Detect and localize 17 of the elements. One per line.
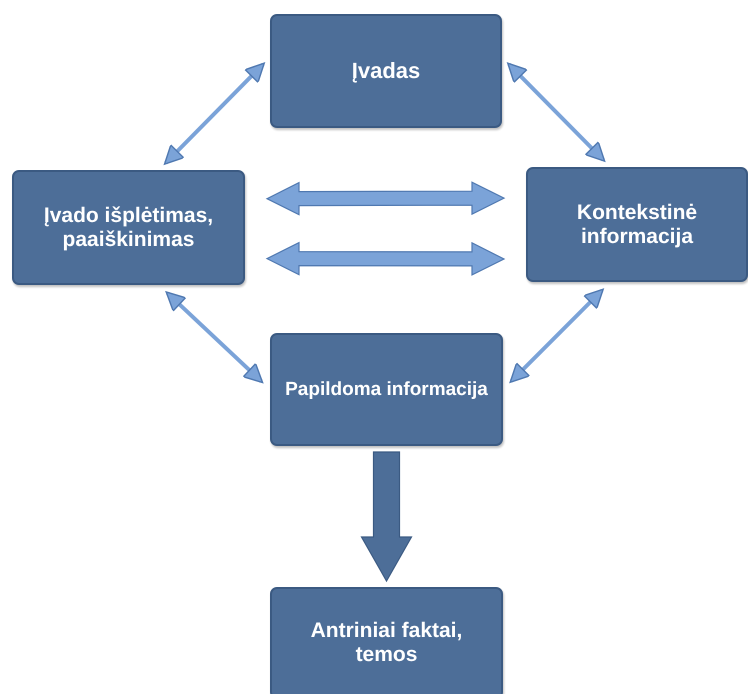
process-box: [270, 14, 502, 128]
double-arrow: [166, 291, 264, 384]
double-arrow: [507, 62, 606, 162]
node-text: Įvado išplėtimas, paaiškinimas: [42, 204, 214, 252]
double-block-arrow: [266, 242, 506, 276]
double-arrow: [510, 288, 604, 383]
process-box: [526, 167, 748, 282]
block-arrow: [360, 451, 413, 582]
process-box: [270, 333, 503, 446]
node-text: Papildoma informacija: [284, 378, 489, 400]
process-box: [270, 587, 503, 694]
double-block-arrow: [266, 181, 506, 216]
double-arrow: [164, 62, 265, 165]
node-text: Kontekstinė informacija: [576, 200, 698, 248]
process-box: [12, 170, 245, 285]
node-text: Įvadas: [350, 58, 422, 84]
node-text: Antriniai faktai, temos: [310, 619, 464, 667]
